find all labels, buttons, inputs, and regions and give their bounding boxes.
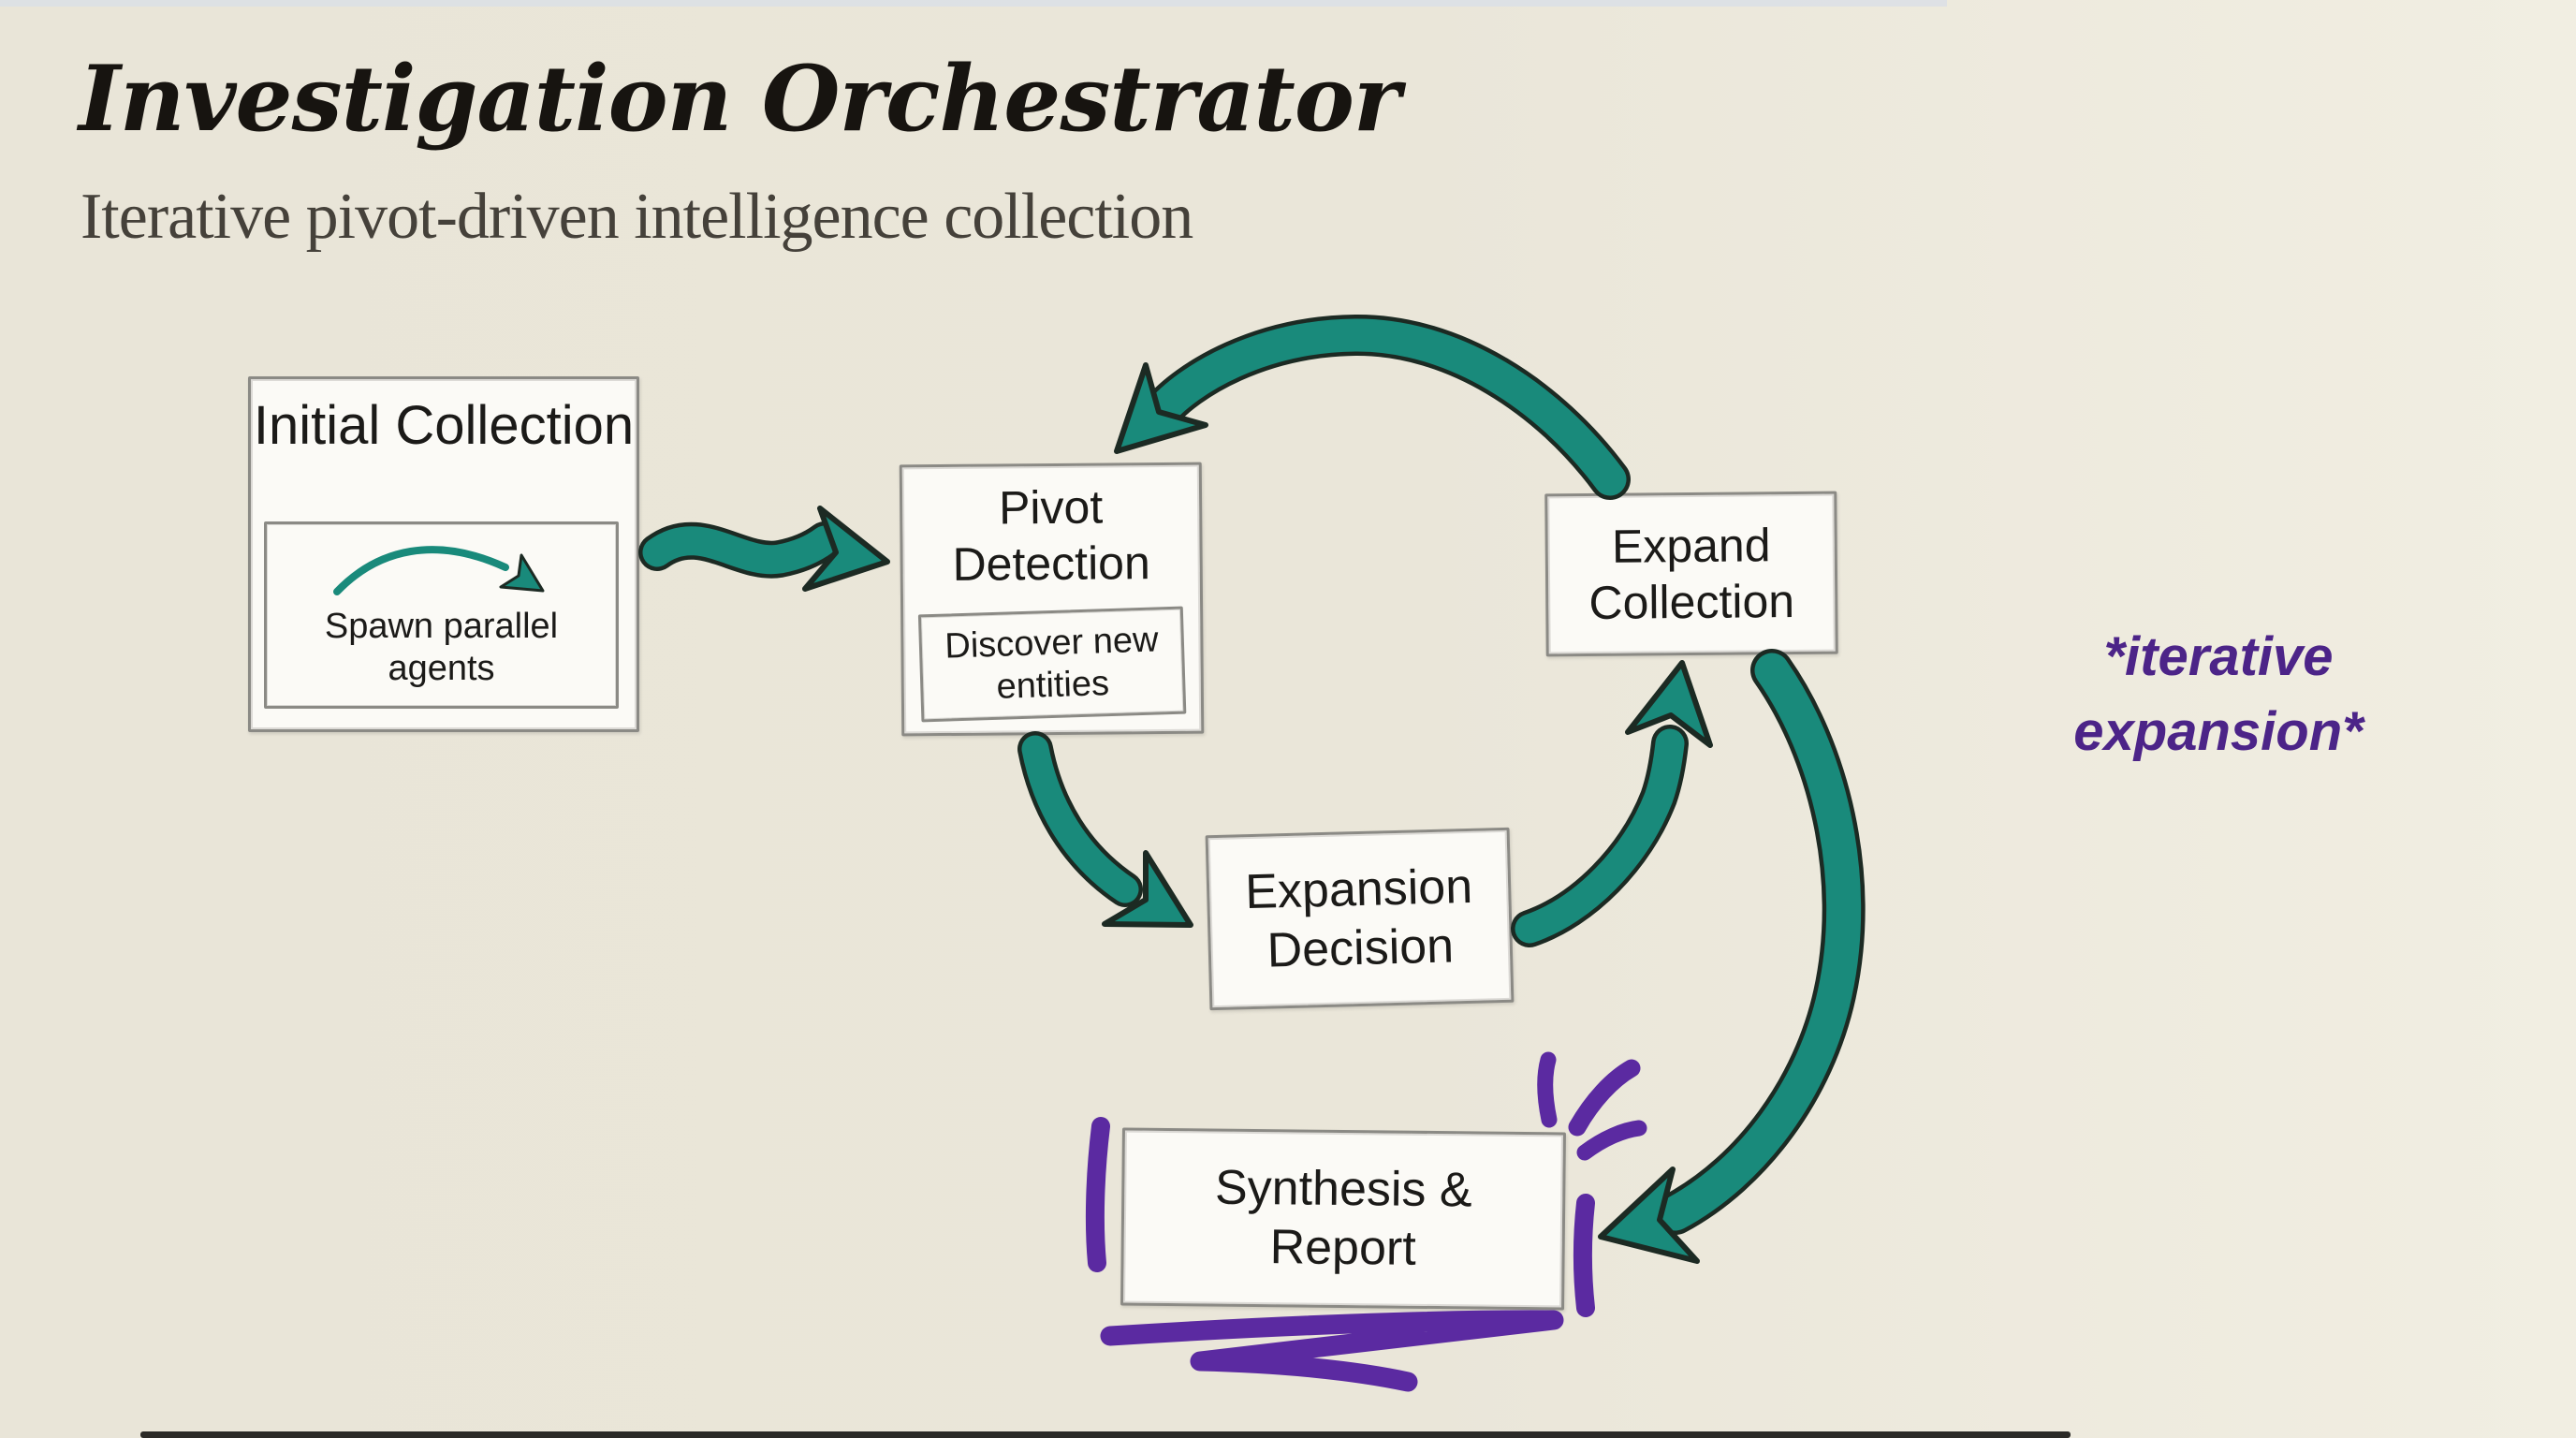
node-synthesis-report: Synthesis & Report <box>1120 1127 1566 1311</box>
flow-arrow-decision-to-expand <box>1511 660 1713 947</box>
flow-arrow-expand-to-pivot <box>1114 314 1631 500</box>
flow-arrow-initial-to-pivot <box>638 506 890 592</box>
node-label: Synthesis & Report <box>1214 1160 1472 1276</box>
page-subtitle: Iterative pivot-driven intelligence coll… <box>80 181 1193 253</box>
flow-arrow-pivot-to-decision <box>1017 731 1193 928</box>
subnode-label: Discover new entities <box>944 620 1160 707</box>
node-label: Expansion Decision <box>1244 858 1473 978</box>
subnode-spawn-parallel-agents: Spawn parallel agents <box>264 521 619 709</box>
bottom-edge-bar <box>140 1431 2071 1438</box>
annotation-line-2: expansion* <box>2073 701 2364 763</box>
node-pivot-detection: Pivot Detection Discover new entities <box>899 462 1205 737</box>
page-title: Investigation Orchestrator <box>79 46 1400 152</box>
subnode-label: Spawn parallel agents <box>324 606 559 689</box>
emphasis-underline-zigzag <box>1100 1310 1564 1392</box>
iterative-expansion-annotation: *iterative expansion* <box>2031 620 2406 770</box>
node-expand-collection: Expand Collection <box>1544 491 1838 657</box>
flow-arrow-expand-to-synthesis <box>1598 649 1866 1264</box>
node-expansion-decision: Expansion Decision <box>1205 827 1515 1011</box>
subnode-discover-new-entities: Discover new entities <box>917 606 1187 723</box>
node-initial-collection: Initial Collection Spawn parallel agents <box>248 376 639 732</box>
annotation-line-1: *iterative <box>2103 626 2334 687</box>
top-edge-strip <box>0 0 1947 7</box>
node-label: Pivot Detection <box>952 480 1151 591</box>
node-label: Initial Collection <box>253 395 635 456</box>
node-label: Expand Collection <box>1588 519 1795 629</box>
